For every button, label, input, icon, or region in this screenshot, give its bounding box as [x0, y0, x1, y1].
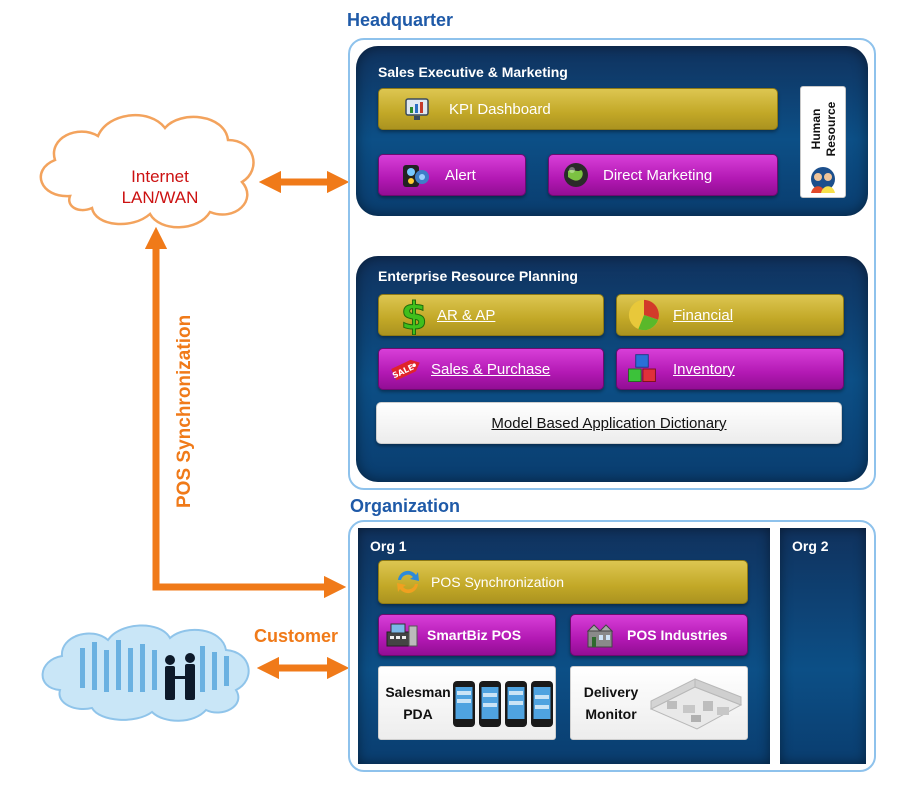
human-resource-label: Human Resource	[809, 85, 839, 173]
internet-label: Internet LAN/WAN	[80, 166, 240, 208]
pie-chart-icon	[627, 298, 661, 332]
alert-button[interactable]: Alert	[378, 154, 526, 196]
pos-sync-vertical-label: POS Synchronization	[174, 314, 195, 508]
kpi-dashboard-button[interactable]: KPI Dashboard	[378, 88, 778, 130]
chart-monitor-icon	[401, 92, 435, 126]
salesman-pda-line1: Salesman	[385, 684, 451, 700]
pos-industries-label: POS Industries	[627, 627, 728, 643]
delivery-monitor-label: Delivery Monitor	[575, 681, 647, 725]
internet-label-line2: LAN/WAN	[121, 188, 199, 207]
delivery-monitor-line1: Delivery	[583, 684, 639, 700]
ar-ap-button[interactable]: $ AR & AP	[378, 294, 604, 336]
delivery-monitor-line2: Monitor	[585, 706, 637, 722]
sync-arrows-icon	[391, 565, 425, 599]
sales-purchase-label: Sales & Purchase	[431, 360, 551, 378]
pos-sync-path	[144, 226, 347, 599]
customer-crowd-image	[41, 624, 250, 722]
internet-label-line1: Internet	[131, 167, 189, 186]
smartbiz-pos-button[interactable]: SmartBiz POS	[378, 614, 556, 656]
erp-title: Enterprise Resource Planning	[378, 268, 578, 284]
ar-ap-label: AR & AP	[437, 306, 496, 324]
sales-marketing-title: Sales Executive & Marketing	[378, 64, 568, 80]
headquarter-title: Headquarter	[347, 10, 454, 30]
salesman-pda-line2: PDA	[403, 706, 433, 722]
salesman-pda-card[interactable]: Salesman PDA	[378, 666, 556, 740]
alert-label: Alert	[445, 166, 476, 184]
people-icon	[805, 165, 843, 195]
svg-text:$: $	[401, 295, 427, 335]
sales-purchase-button[interactable]: SALE Sales & Purchase	[378, 348, 604, 390]
pos-industries-button[interactable]: POS Industries	[570, 614, 748, 656]
organization-title: Organization	[350, 496, 461, 516]
customer-label: Customer	[254, 626, 339, 646]
org2-title: Org 2	[792, 538, 829, 554]
org2-panel[interactable]	[780, 528, 866, 764]
model-dictionary-button[interactable]: Model Based Application Dictionary	[376, 402, 842, 444]
direct-marketing-button[interactable]: Direct Marketing	[548, 154, 778, 196]
financial-button[interactable]: Financial	[616, 294, 844, 336]
alarm-icon	[397, 158, 431, 192]
model-dictionary-label: Model Based Application Dictionary	[491, 414, 727, 432]
pos-sync-label: POS Synchronization	[431, 574, 565, 590]
cash-register-icon	[385, 618, 419, 652]
human-resource-card[interactable]: Human Resource	[800, 86, 846, 198]
financial-label: Financial	[673, 306, 734, 324]
smartphones-icon	[451, 679, 555, 731]
inventory-label: Inventory	[673, 360, 735, 378]
warehouse-icon	[647, 675, 745, 735]
internet-cloud	[39, 114, 255, 229]
delivery-monitor-card[interactable]: Delivery Monitor	[570, 666, 748, 740]
globe-icon	[559, 158, 593, 192]
direct-marketing-label: Direct Marketing	[603, 166, 713, 184]
org1-title: Org 1	[370, 538, 407, 554]
sale-tag-icon: SALE	[389, 352, 423, 386]
salesman-pda-label: Salesman PDA	[385, 681, 451, 725]
kpi-dashboard-label: KPI Dashboard	[449, 100, 551, 118]
dollar-icon: $	[397, 295, 431, 335]
smartbiz-pos-label: SmartBiz POS	[427, 627, 522, 643]
factory-icon	[583, 618, 617, 652]
human-resource-label-line1: Human	[809, 108, 823, 150]
boxes-icon	[625, 352, 659, 386]
pos-sync-button[interactable]: POS Synchronization	[378, 560, 748, 604]
human-resource-label-line2: Resource	[824, 101, 838, 157]
inventory-button[interactable]: Inventory	[616, 348, 844, 390]
